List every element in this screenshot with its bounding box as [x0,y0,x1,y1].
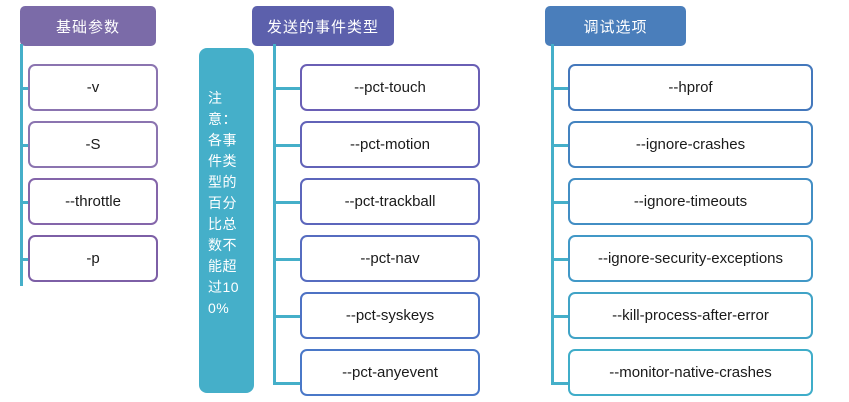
branch-header-event-types[interactable]: 发送的事件类型 [252,6,394,46]
connector-branch-debug-2 [551,144,571,147]
connector-trunk-event-types [273,44,276,385]
node-debug-ignore-crashes[interactable]: --ignore-crashes [568,121,813,168]
branch-header-debug-options[interactable]: 调试选项 [545,6,686,46]
node-basic-s[interactable]: -S [28,121,158,168]
node-debug-kill-process-after-error[interactable]: --kill-process-after-error [568,292,813,339]
connector-branch-event-5 [273,315,303,318]
connector-branch-debug-1 [551,87,571,90]
node-event-pct-anyevent[interactable]: --pct-anyevent [300,349,480,396]
node-debug-ignore-security-exceptions[interactable]: --ignore-security-exceptions [568,235,813,282]
connector-branch-event-4 [273,258,303,261]
node-event-pct-nav[interactable]: --pct-nav [300,235,480,282]
node-basic-p[interactable]: -p [28,235,158,282]
connector-branch-basic-4 [20,258,32,261]
connector-branch-event-6 [273,382,303,385]
node-basic-throttle[interactable]: --throttle [28,178,158,225]
connector-branch-debug-6 [551,382,571,385]
node-event-pct-touch[interactable]: --pct-touch [300,64,480,111]
node-debug-ignore-timeouts[interactable]: --ignore-timeouts [568,178,813,225]
connector-branch-debug-5 [551,315,571,318]
branch-header-basic-params[interactable]: 基础参数 [20,6,156,46]
connector-branch-debug-4 [551,258,571,261]
connector-trunk-debug-options [551,44,554,385]
node-event-pct-syskeys[interactable]: --pct-syskeys [300,292,480,339]
connector-branch-event-1 [273,87,303,90]
note-callout-percentage: 注意：各事件类型的百分比总数不能超过100% [199,48,254,393]
node-basic-v[interactable]: -v [28,64,158,111]
connector-trunk-basic-params [20,44,23,286]
node-debug-hprof[interactable]: --hprof [568,64,813,111]
connector-branch-basic-1 [20,87,32,90]
node-event-pct-trackball[interactable]: --pct-trackball [300,178,480,225]
connector-branch-basic-3 [20,201,32,204]
connector-branch-event-3 [273,201,303,204]
connector-branch-debug-3 [551,201,571,204]
connector-branch-basic-2 [20,144,32,147]
connector-branch-event-2 [273,144,303,147]
node-debug-monitor-native-crashes[interactable]: --monitor-native-crashes [568,349,813,396]
node-event-pct-motion[interactable]: --pct-motion [300,121,480,168]
